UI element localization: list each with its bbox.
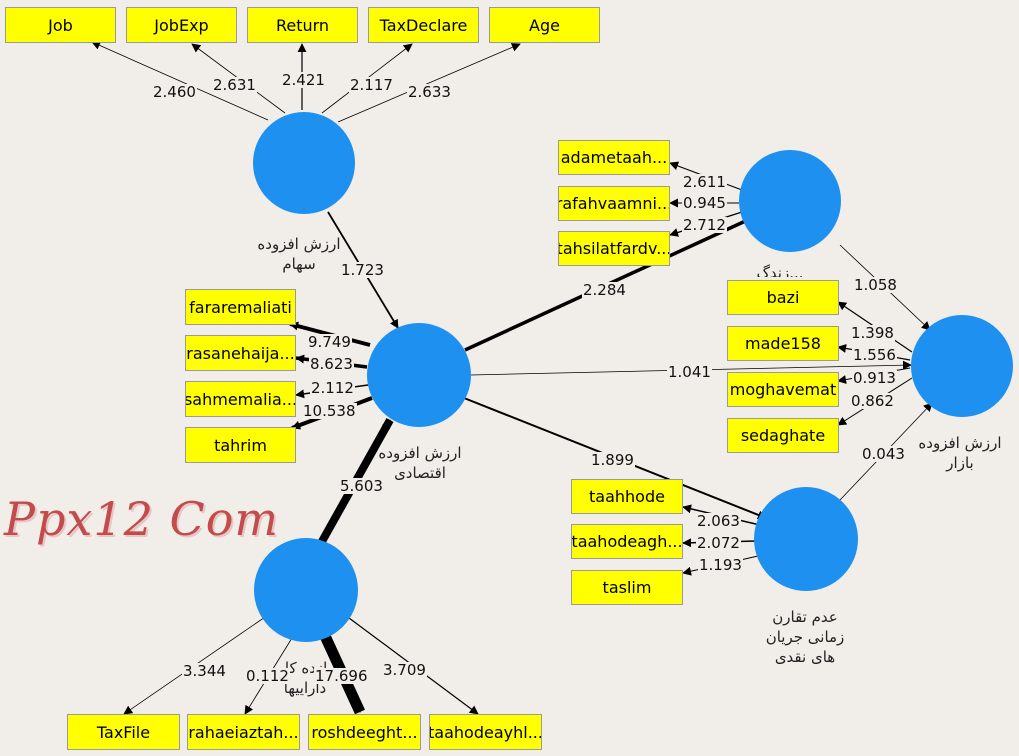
- construct-label-line: ارزش افزوده: [918, 434, 1002, 452]
- construct-adam-label: عدم تقارن زمانی جریان های نقدی: [745, 607, 865, 667]
- coef-eqt-adam: 1.899: [590, 451, 635, 469]
- construct-eqtesadi-circle[interactable]: [367, 323, 471, 427]
- indicator-age[interactable]: Age: [489, 7, 600, 43]
- construct-zendegi-circle[interactable]: [739, 150, 841, 252]
- coef-roshdeeght: 17.696: [314, 667, 369, 685]
- indicator-made158[interactable]: made158: [727, 326, 839, 361]
- construct-label-line: سهام: [282, 255, 316, 273]
- construct-bazde-circle[interactable]: [254, 538, 358, 642]
- arrow-sahm-to-job: [91, 41, 269, 121]
- coef-job: 2.460: [152, 83, 197, 101]
- coef-taslim: 1.193: [698, 556, 743, 574]
- construct-zendegi-label: ...زندگ: [750, 263, 810, 277]
- coef-bazi: 1.398: [850, 324, 895, 342]
- construct-sahm-label: ارزش افزوده سهام: [244, 234, 354, 274]
- coef-sahmemalia: 2.112: [310, 379, 355, 397]
- indicator-taahodeayhl[interactable]: taahodeayhl...: [429, 714, 542, 750]
- indicator-job[interactable]: Job: [5, 7, 116, 43]
- construct-label-line: ارزش افزوده: [378, 444, 462, 462]
- coef-sahm-eqt: 1.723: [340, 261, 385, 279]
- indicator-jobexp[interactable]: JobExp: [126, 7, 237, 43]
- indicator-sahmemalia[interactable]: sahmemalia...: [185, 381, 296, 417]
- indicator-tahsilatfardv[interactable]: tahsilatfardv...: [558, 231, 670, 266]
- coef-eqt-bazar: 1.041: [667, 363, 712, 381]
- coef-return: 2.421: [281, 71, 326, 89]
- coef-zendegi-bazar: 1.058: [853, 276, 898, 294]
- coef-adam-bazar: 0.043: [861, 445, 906, 463]
- construct-sahm-circle[interactable]: [253, 112, 355, 214]
- coef-rafahvaamni: 0.945: [682, 194, 727, 212]
- coef-adametaah: 2.611: [682, 173, 727, 191]
- coef-tahrim: 10.538: [302, 402, 357, 420]
- construct-label-line: بازار: [946, 454, 974, 472]
- coef-jobexp: 2.631: [212, 76, 257, 94]
- indicator-fararemaliati[interactable]: fararemaliati: [185, 289, 296, 325]
- construct-label-line: ارزش افزوده: [257, 235, 341, 253]
- coef-age: 2.633: [407, 83, 452, 101]
- coef-made158: 1.556: [852, 346, 897, 364]
- indicator-bazi[interactable]: bazi: [727, 280, 839, 315]
- construct-bazar-circle[interactable]: [911, 315, 1013, 417]
- construct-label-line: اقتصادی: [394, 464, 446, 482]
- coef-taxdeclare: 2.117: [349, 76, 394, 94]
- coef-eqt-zendegi: 2.284: [582, 281, 627, 299]
- watermark-logo: Ppx12 Com: [4, 492, 280, 546]
- indicator-rasanehaija[interactable]: rasanehaija...: [185, 335, 296, 371]
- indicator-moghavemat[interactable]: moghavemat: [727, 372, 839, 407]
- indicator-rafahvaamni[interactable]: rafahvaamni...: [558, 186, 670, 221]
- coef-bazde-eqt: 5.603: [339, 477, 384, 495]
- coef-fararemaliati: 9.749: [307, 333, 352, 351]
- indicator-taxdeclare[interactable]: TaxDeclare: [368, 7, 479, 43]
- indicator-taslim[interactable]: taslim: [571, 570, 683, 605]
- indicator-rahaeiaztah[interactable]: rahaeiaztah...: [187, 714, 300, 750]
- coef-taahhode: 2.063: [696, 512, 741, 530]
- coef-sedaghate: 0.862: [850, 392, 895, 410]
- coef-taahodeagh: 2.072: [696, 534, 741, 552]
- construct-bazar-label: ارزش افزوده بازار: [905, 433, 1015, 473]
- arrow-sahm-to-age: [337, 43, 521, 123]
- coef-rahaeiaztah: 0.112: [245, 667, 290, 685]
- indicator-taxfile[interactable]: TaxFile: [67, 714, 180, 750]
- indicator-return[interactable]: Return: [247, 7, 358, 43]
- construct-label-line: ...زندگ: [756, 264, 804, 277]
- indicator-sedaghate[interactable]: sedaghate: [727, 418, 839, 453]
- construct-label-line: عدم تقارن: [772, 608, 838, 626]
- indicator-taahodeagh[interactable]: taahodeagh...: [571, 524, 683, 559]
- construct-eqtesadi-label: ارزش افزوده اقتصادی: [360, 443, 480, 483]
- coef-taxfile: 3.344: [182, 662, 227, 680]
- indicator-roshdeeght[interactable]: roshdeeght...: [308, 714, 421, 750]
- indicator-tahrim[interactable]: tahrim: [185, 427, 296, 463]
- coef-tahsilatfardv: 2.712: [682, 216, 727, 234]
- construct-label-line: های نقدی: [774, 648, 836, 666]
- coef-rasanehaija: 8.623: [309, 355, 354, 373]
- indicator-taahhode[interactable]: taahhode: [571, 479, 683, 514]
- construct-adam-circle[interactable]: [754, 487, 858, 591]
- construct-label-line: زمانی جریان: [765, 628, 845, 646]
- indicator-adametaah[interactable]: adametaah...: [558, 140, 670, 175]
- coef-taahodeayhl: 3.709: [382, 661, 427, 679]
- coef-moghavemat: 0.913: [852, 369, 897, 387]
